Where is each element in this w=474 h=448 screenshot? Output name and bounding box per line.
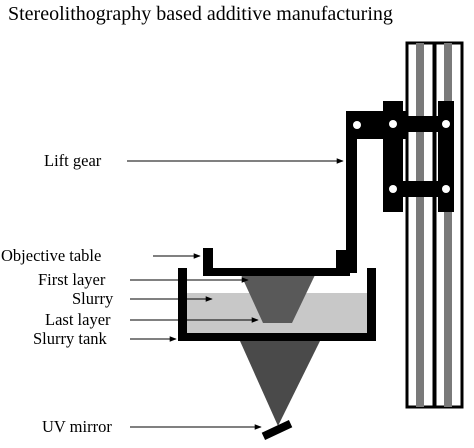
- diagram-title: Stereolithography based additive manufac…: [8, 3, 393, 25]
- label-lift-gear: Lift gear: [44, 151, 102, 170]
- label-uv-mirror: UV mirror: [42, 417, 112, 436]
- label-slurry-tank: Slurry tank: [33, 329, 108, 348]
- printed-layers: [241, 275, 315, 323]
- callout-arrows: [127, 158, 344, 430]
- uv-mirror: [261, 420, 293, 440]
- guide-rails: [405, 41, 464, 409]
- uv-beam: [240, 341, 320, 426]
- support-arm: [336, 137, 357, 273]
- label-first-layer: First layer: [38, 270, 106, 289]
- label-objective-table: Objective table: [1, 246, 101, 265]
- label-last-layer: Last layer: [45, 310, 111, 329]
- label-slurry: Slurry: [72, 289, 114, 308]
- objective-table: [203, 248, 350, 276]
- lift-gear-carriage: [346, 101, 454, 212]
